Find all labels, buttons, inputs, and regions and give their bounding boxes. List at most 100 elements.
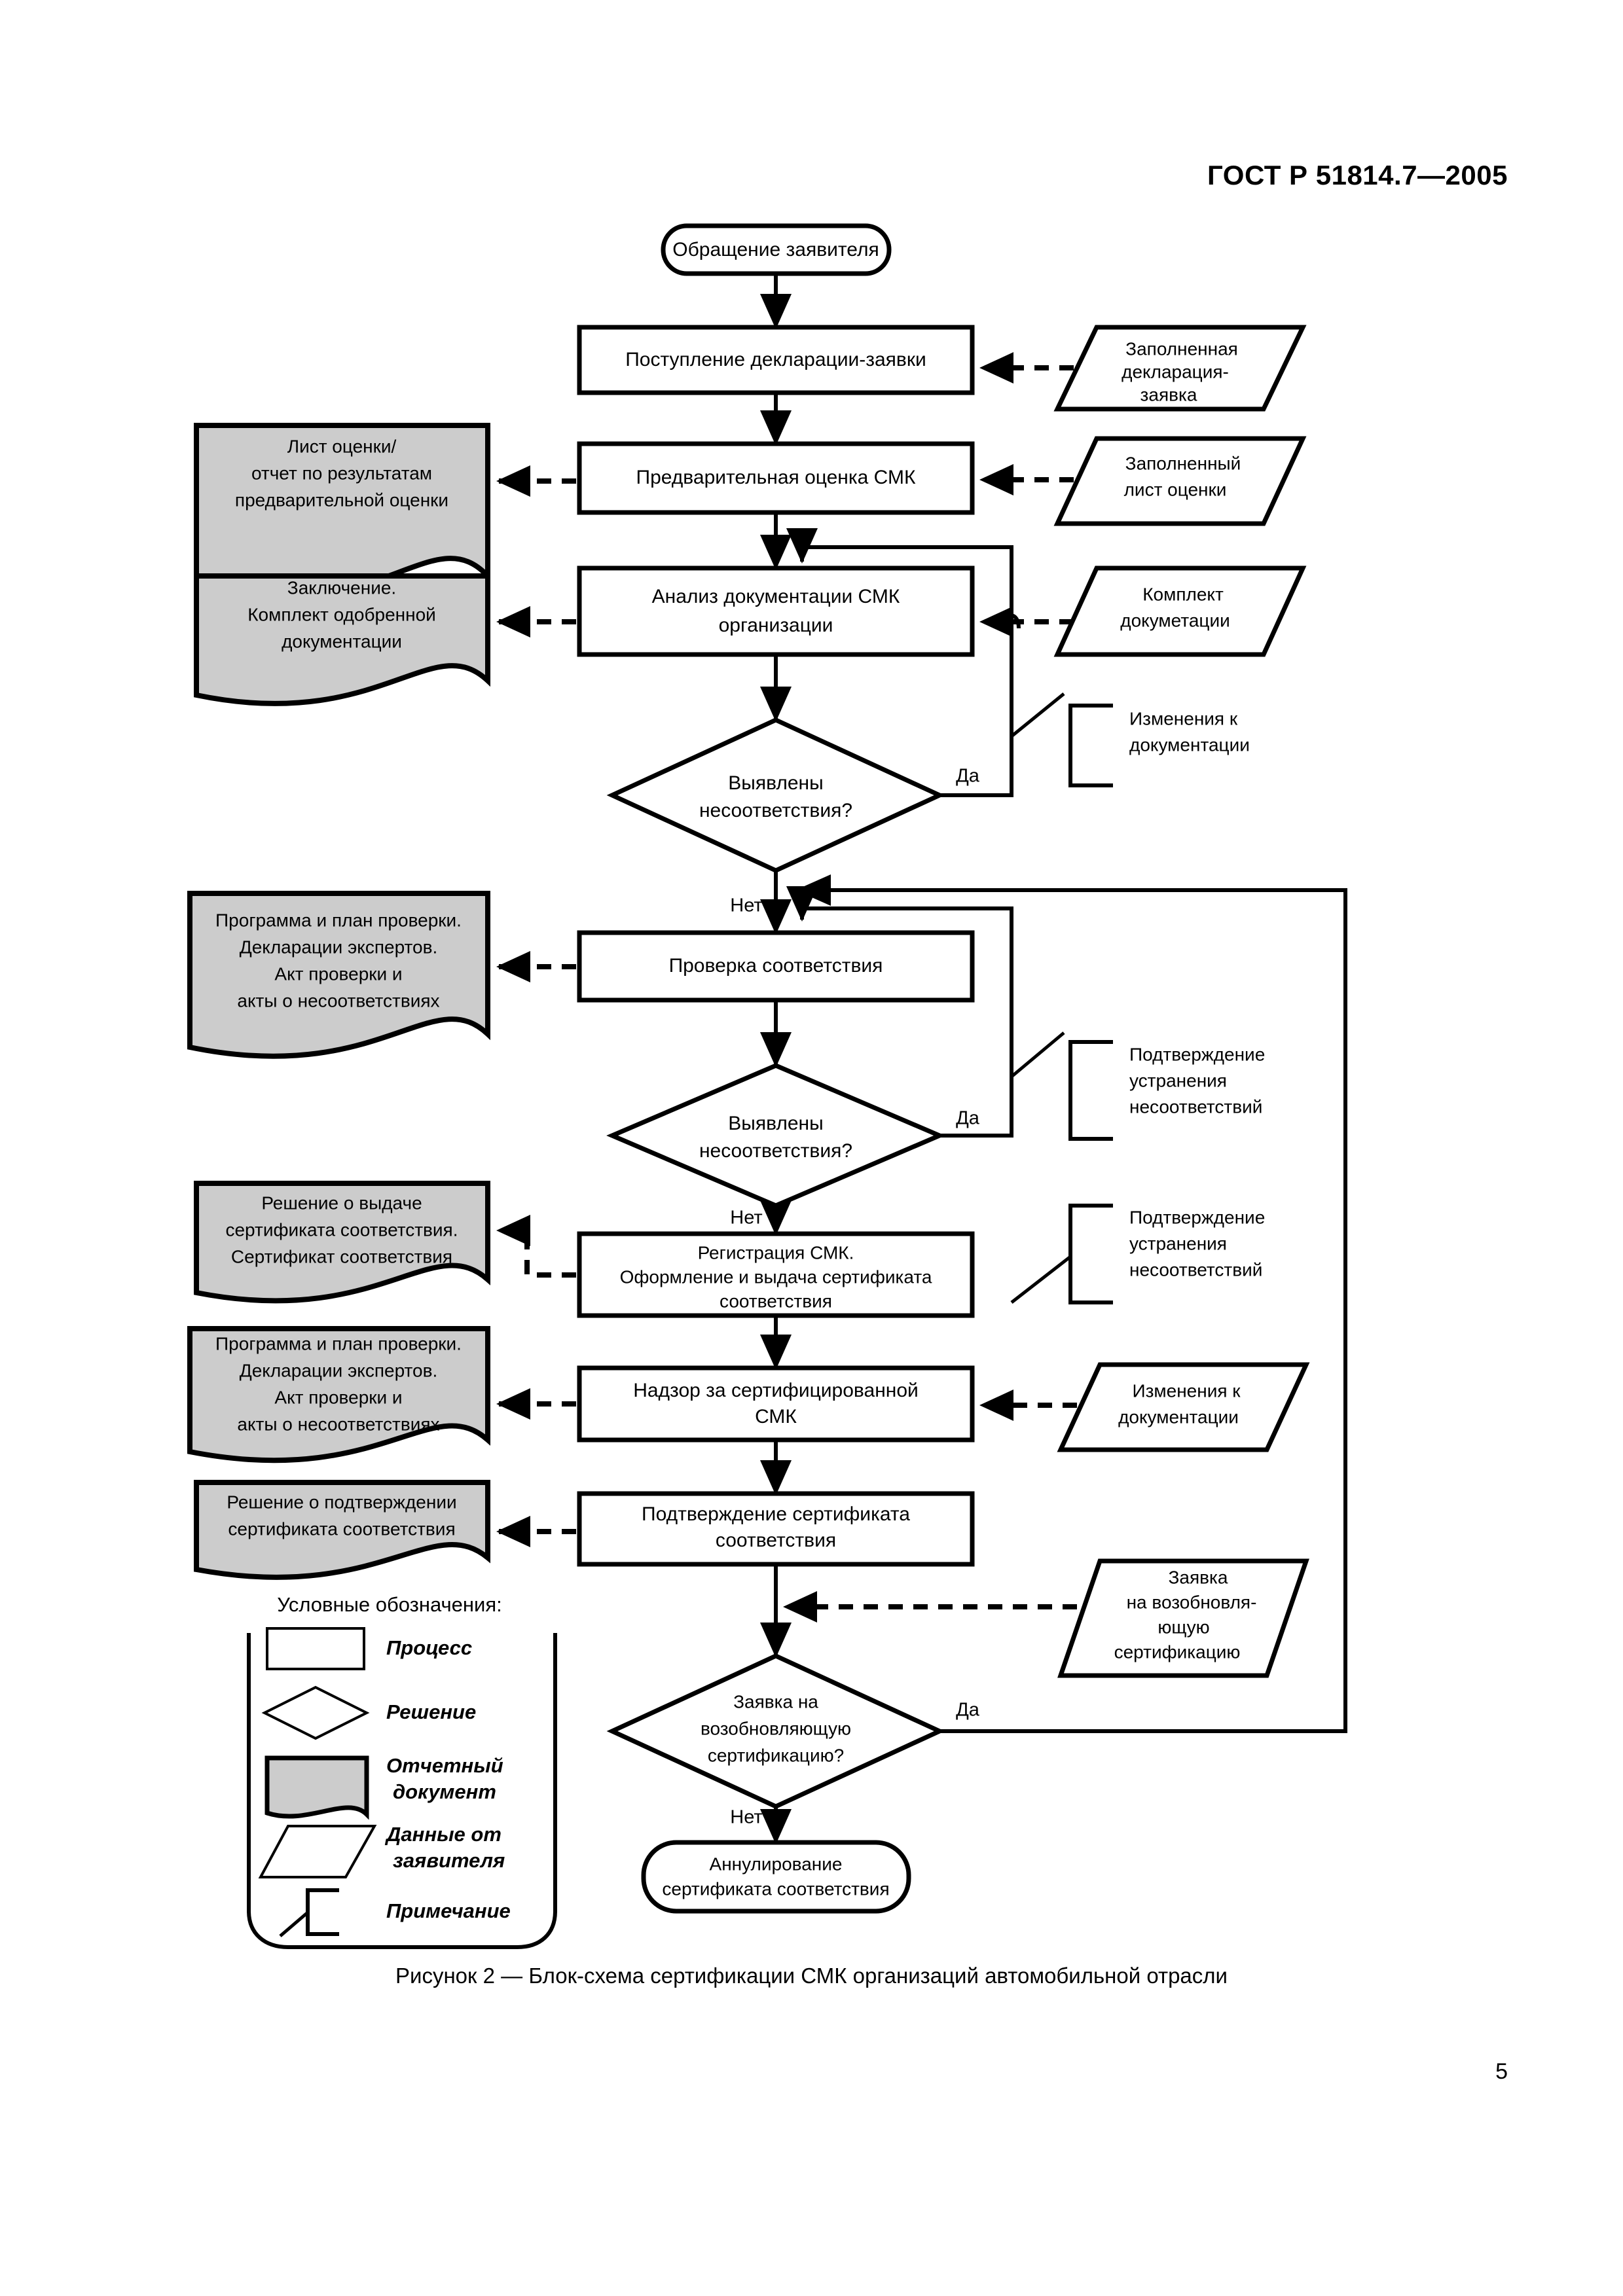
input-doc-set: Комплект докуметации <box>979 565 1307 657</box>
node-process-cert-confirmation-line1: Подтверждение сертификата <box>642 1503 910 1525</box>
node-process-doc-analysis: Анализ документации СМК организации <box>577 565 975 657</box>
node-decision-2-line2: несоответствия? <box>699 1140 852 1162</box>
node-decision-renewal: Заявка на возобновляющую сертификацию? Д… <box>606 1653 980 1828</box>
note-doc-changes: Изменения к документации <box>1068 704 1250 787</box>
node-start-label: Обращение заявителя <box>672 239 879 260</box>
node-process-cert-confirmation: Подтверждение сертификата соответствия <box>577 1491 975 1567</box>
note-removal-2-line1: Подтверждение <box>1129 1207 1265 1227</box>
legend-label-decision: Решение <box>386 1700 476 1723</box>
report-doc-audit-1-line1: Программа и план проверки. <box>215 910 462 930</box>
node-process-supervision-line2: СМК <box>755 1406 797 1427</box>
node-start: Обращение заявителя <box>661 223 892 276</box>
node-process-preliminary: Предварительная оценка СМК <box>577 441 975 515</box>
node-process-supervision-line1: Надзор за сертифицированной <box>633 1380 919 1401</box>
input-renewal-request-line2: на возобновля- <box>1127 1592 1257 1612</box>
input-declaration-line2: декларация- <box>1122 361 1229 382</box>
report-doc-audit-1-line4: акты о несоответствиях <box>237 990 439 1011</box>
report-doc-audit-2: Программа и план проверки. Декларации эк… <box>187 1326 576 1463</box>
report-doc-cert-decision-line2: сертификата соответствия. <box>225 1219 458 1240</box>
figure-caption: Рисунок 2 — Блок-схема сертификации СМК … <box>395 1964 1228 1988</box>
node-end-line2: сертификата соответствия <box>662 1878 889 1899</box>
input-renewal-request-line3: ющую <box>1158 1617 1209 1637</box>
report-doc-conclusion-line3: документации <box>282 631 402 651</box>
page-number: 5 <box>1495 2059 1508 2084</box>
standard-number: ГОСТ Р 51814.7—2005 <box>1207 160 1508 190</box>
report-doc-conclusion-line1: Заключение. <box>287 577 396 598</box>
decision-3-yes-label: Да <box>956 1700 980 1721</box>
input-eval-sheet: Заполненный лист оценки <box>979 436 1307 526</box>
input-doc-changes-line2: документации <box>1118 1407 1239 1427</box>
input-eval-sheet-line2: лист оценки <box>1124 479 1227 499</box>
node-process-compliance-check-label: Проверка соответствия <box>669 955 883 977</box>
input-renewal-request: Заявка на возобновля- ющую сертификацию <box>783 1558 1309 1678</box>
node-decision-3-line1: Заявка на <box>733 1691 818 1712</box>
input-declaration-line3: заявка <box>1140 384 1197 404</box>
note-nonconformity-removal-1: Подтверждение устранения несоответствий <box>1068 1040 1265 1141</box>
legend-title: Условные обозначения: <box>277 1593 502 1616</box>
report-doc-confirm-decision: Решение о подтверждении сертификата соот… <box>194 1480 576 1580</box>
report-doc-audit-2-line2: Декларации экспертов. <box>240 1360 438 1380</box>
node-decision-nonconformity-2: Выявлены несоответствия? Да Нет <box>606 1063 980 1229</box>
note-nonconformity-removal-2: Подтверждение устранения несоответствий <box>1010 1204 1265 1304</box>
decision-1-no-label: Нет <box>730 895 762 916</box>
legend-item-decision: Решение <box>261 1685 476 1740</box>
report-doc-audit-1-line2: Декларации экспертов. <box>240 937 438 957</box>
node-process-registration-line3: соответствия <box>720 1291 832 1311</box>
report-doc-audit-2-line4: акты о несоответствиях <box>237 1414 439 1434</box>
node-process-registration: Регистрация СМК. Оформление и выдача сер… <box>577 1231 975 1318</box>
legend-label-report-doc-line2: документ <box>393 1780 496 1803</box>
report-doc-cert-decision-line3: Сертификат соответствия <box>231 1246 452 1266</box>
node-decision-2-line1: Выявлены <box>728 1113 823 1134</box>
node-process-doc-analysis-line2: организации <box>719 615 833 636</box>
node-process-doc-analysis-line1: Анализ документации СМК <box>652 586 900 607</box>
report-doc-preliminary-line1: Лист оценки/ <box>287 436 397 456</box>
legend-label-note: Примечание <box>386 1899 511 1922</box>
node-decision-nonconformity-1: Выявлены несоответствия? Да Нет <box>606 717 980 916</box>
legend-item-note: Примечание <box>279 1888 511 1937</box>
input-declaration-line1: Заполненная <box>1125 338 1238 359</box>
decision-1-yes-label: Да <box>956 766 980 787</box>
report-doc-audit-1: Программа и план проверки. Декларации эк… <box>187 891 576 1059</box>
legend-item-process: Процесс <box>266 1627 472 1670</box>
input-doc-set-line1: Комплект <box>1142 584 1224 604</box>
decision-2-yes-label: Да <box>956 1108 980 1129</box>
node-process-preliminary-label: Предварительная оценка СМК <box>636 467 916 488</box>
node-decision-3-line3: сертификацию? <box>708 1745 844 1765</box>
node-process-compliance-check: Проверка соответствия <box>577 930 975 1003</box>
legend-label-process: Процесс <box>386 1636 472 1659</box>
report-doc-preliminary: Лист оценки/ отчет по результатам предва… <box>194 423 576 603</box>
legend: Условные обозначения: Процесс Решение От… <box>247 1593 557 1949</box>
report-doc-audit-1-line3: Акт проверки и <box>274 963 402 984</box>
node-process-registration-line1: Регистрация СМК. <box>698 1242 854 1263</box>
node-decision-1-line2: несоответствия? <box>699 800 852 821</box>
input-doc-changes: Изменения к документации <box>979 1362 1310 1452</box>
node-decision-1-line1: Выявлены <box>728 772 823 794</box>
input-doc-set-line2: докуметации <box>1120 610 1230 630</box>
legend-item-input-data: Данные от заявителя <box>258 1823 505 1878</box>
input-eval-sheet-line1: Заполненный <box>1125 453 1241 473</box>
decision-2-no-label: Нет <box>730 1208 762 1229</box>
legend-item-report-doc: Отчетный документ <box>264 1754 503 1820</box>
input-renewal-request-line1: Заявка <box>1169 1567 1228 1587</box>
loop-renewal-to-check <box>795 874 1347 1733</box>
node-process-registration-line2: Оформление и выдача сертификата <box>620 1266 932 1287</box>
legend-label-report-doc-line1: Отчетный <box>386 1754 503 1777</box>
input-declaration: Заполненная декларация- заявка <box>979 325 1307 412</box>
node-process-supervision: Надзор за сертифицированной СМК <box>577 1365 975 1443</box>
node-process-application: Поступление декларации-заявки <box>577 325 975 395</box>
note-removal-2-line2: устранения <box>1129 1233 1227 1253</box>
node-process-application-label: Поступление декларации-заявки <box>625 349 926 370</box>
node-end: Аннулирование сертификата соответствия <box>641 1840 911 1914</box>
loop-doc-changes <box>786 528 1065 797</box>
report-doc-cert-decision-line1: Решение о выдаче <box>261 1193 422 1213</box>
node-decision-3-line2: возобновляющую <box>701 1718 851 1738</box>
note-removal-2-line3: несоответствий <box>1129 1259 1262 1280</box>
input-renewal-request-line4: сертификацию <box>1114 1641 1241 1662</box>
note-doc-changes-line2: документации <box>1129 734 1250 755</box>
input-doc-changes-line1: Изменения к <box>1132 1380 1241 1401</box>
report-doc-preliminary-line2: отчет по результатам <box>251 463 432 483</box>
report-doc-audit-2-line3: Акт проверки и <box>274 1387 402 1407</box>
report-doc-audit-2-line1: Программа и план проверки. <box>215 1333 462 1354</box>
